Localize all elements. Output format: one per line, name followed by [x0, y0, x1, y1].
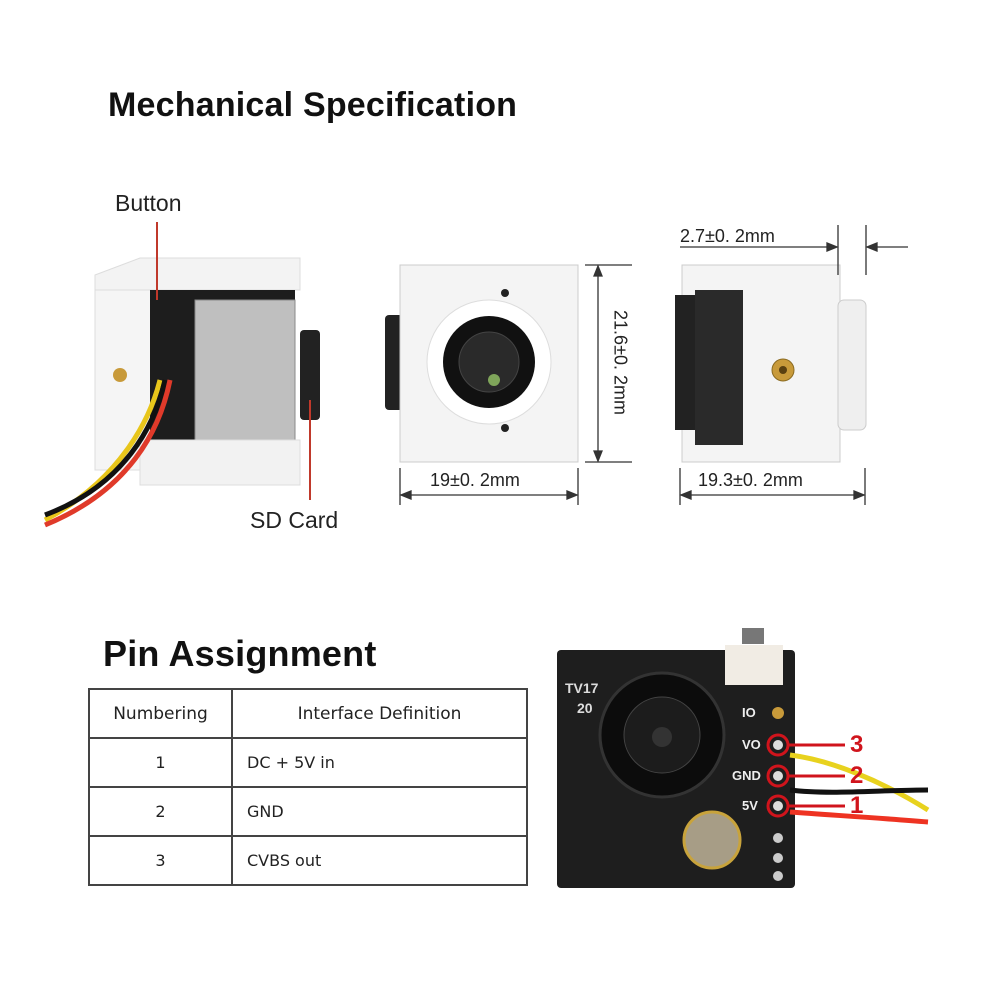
pin-definition: GND	[231, 786, 528, 837]
front-width-dimension: 19±0. 2mm	[430, 470, 520, 490]
button-label: Button	[115, 190, 182, 216]
front-height-dimension: 21.6±0. 2mm	[610, 310, 631, 415]
callout-1: 1	[850, 792, 864, 819]
camera-front-view	[385, 264, 579, 463]
column-header: Numbering	[88, 688, 233, 739]
silk-gnd: GND	[732, 768, 761, 783]
pin-number: 1	[88, 737, 233, 788]
side-depth-dimension: 2.7±0. 2mm	[680, 226, 775, 246]
pin-number: 2	[88, 786, 233, 837]
camera-pcb-board	[557, 628, 930, 888]
pin-table: Numbering Interface Definition 1 DC + 5V…	[88, 688, 528, 886]
table-row: 3 CVBS out	[88, 835, 528, 886]
silk-vo: VO	[742, 737, 761, 752]
pin-definition: DC + 5V in	[231, 737, 528, 788]
silk-5v: 5V	[742, 798, 758, 813]
callout-3: 3	[850, 731, 864, 758]
table-row: 1 DC + 5V in	[88, 737, 528, 788]
table-header-row: Numbering Interface Definition	[88, 688, 528, 739]
side-width-dimension: 19.3±0. 2mm	[698, 470, 803, 490]
table-row: 2 GND	[88, 786, 528, 837]
pin-callouts	[766, 733, 845, 818]
front-dimension-lines	[399, 264, 632, 505]
silk-year: 20	[577, 700, 593, 716]
silk-io: IO	[742, 705, 756, 720]
column-header: Interface Definition	[231, 688, 528, 739]
camera-side-view	[675, 264, 867, 463]
side-dimension-lines	[679, 225, 908, 505]
camera-sd-view	[43, 222, 320, 528]
sd-card-label: SD Card	[250, 507, 339, 533]
pin-number: 3	[88, 835, 233, 886]
pin-definition: CVBS out	[231, 835, 528, 886]
pin-assignment-title: Pin Assignment	[103, 633, 377, 674]
callout-2: 2	[850, 762, 864, 789]
mechanical-spec-title: Mechanical Specification	[108, 86, 518, 124]
silk-model: TV17	[565, 680, 599, 696]
